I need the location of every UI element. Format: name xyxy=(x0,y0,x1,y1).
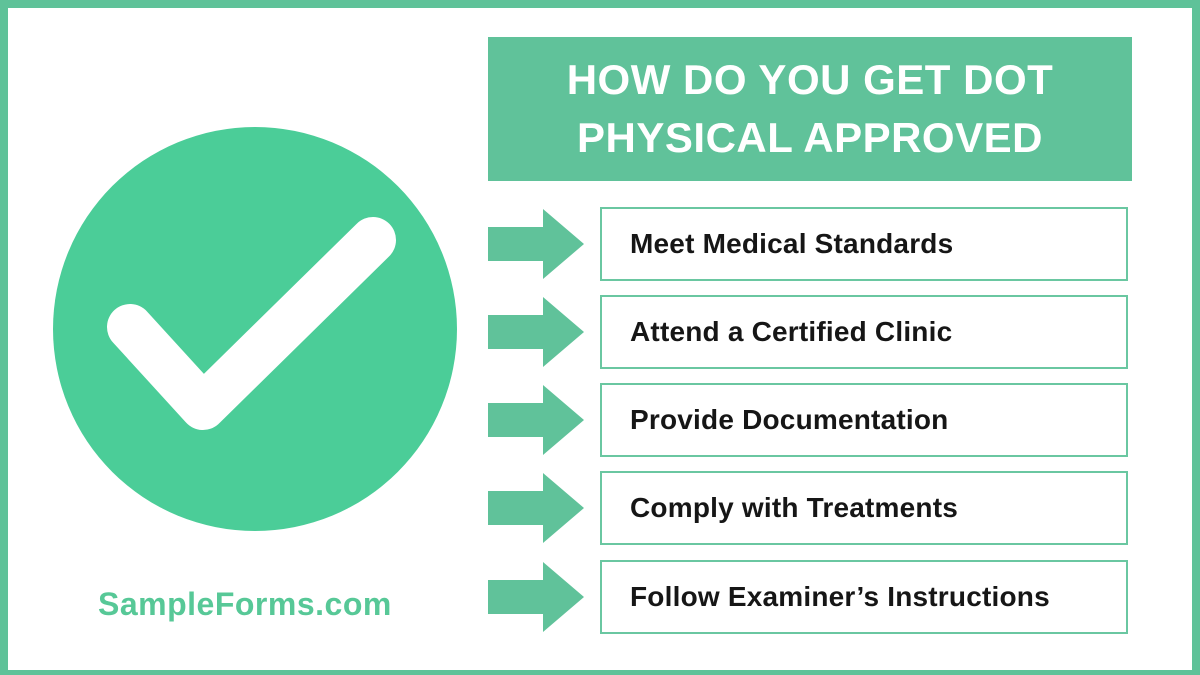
step-label: Meet Medical Standards xyxy=(630,228,954,259)
step-box: Comply with Treatments xyxy=(600,471,1128,545)
arrow-right-icon xyxy=(488,209,584,279)
step-row-4: Comply with Treatments xyxy=(488,471,1132,545)
title-line-2: PHYSICAL APPROVED xyxy=(577,114,1043,161)
arrow-right-icon xyxy=(488,562,584,632)
step-label: Comply with Treatments xyxy=(630,492,959,523)
step-row-3: Provide Documentation xyxy=(488,383,1132,457)
arrow-right-icon xyxy=(488,297,584,367)
step-label: Follow Examiner’s Instructions xyxy=(630,581,1050,612)
step-box: Attend a Certified Clinic xyxy=(600,295,1128,369)
arrow-right-icon xyxy=(488,473,584,543)
arrow-right-icon xyxy=(488,385,584,455)
step-label: Attend a Certified Clinic xyxy=(630,316,953,347)
checkmark-badge xyxy=(53,127,457,531)
step-box: Provide Documentation xyxy=(600,383,1128,457)
step-box: Meet Medical Standards xyxy=(600,207,1128,281)
step-row-1: Meet Medical Standards xyxy=(488,207,1132,281)
brand-logo: SampleForms.com xyxy=(98,586,392,622)
step-row-2: Attend a Certified Clinic xyxy=(488,295,1132,369)
step-label: Provide Documentation xyxy=(630,404,949,435)
step-row-5: Follow Examiner’s Instructions xyxy=(488,560,1132,634)
checkmark-icon xyxy=(107,217,396,430)
title-line-1: HOW DO YOU GET DOT xyxy=(566,56,1054,103)
step-box: Follow Examiner’s Instructions xyxy=(600,560,1128,634)
title-banner: HOW DO YOU GET DOT PHYSICAL APPROVED xyxy=(488,37,1132,181)
